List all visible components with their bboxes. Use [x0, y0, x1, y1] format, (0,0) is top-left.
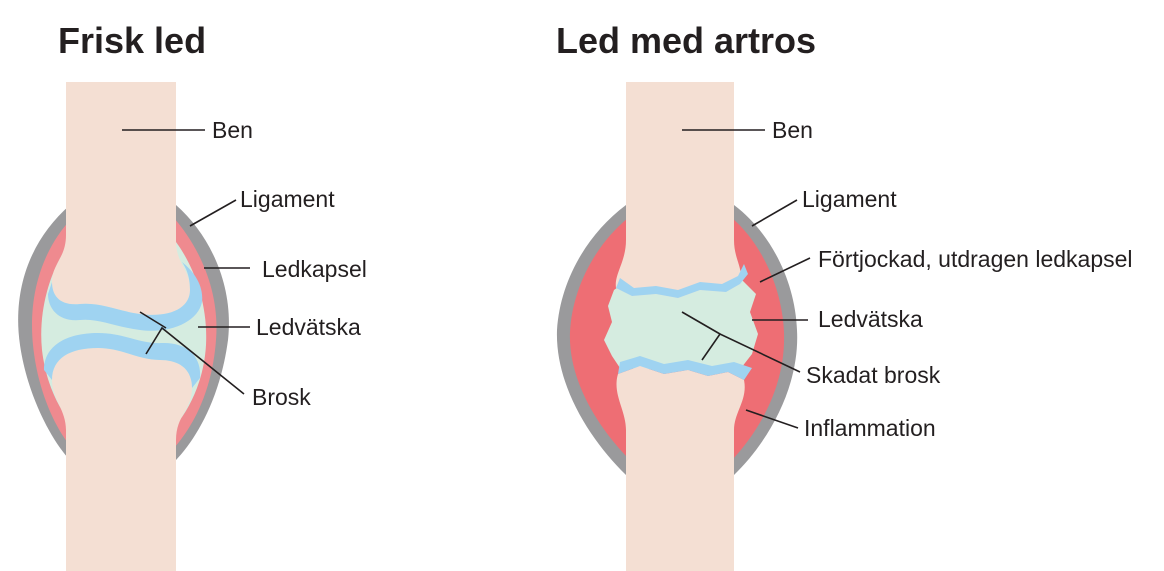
arthritis-joint-lower-bone — [617, 366, 745, 571]
healthy-joint: Frisk led Ben Ligament Ledkapsel Ledväts… — [18, 20, 367, 571]
arthritis-leader-ligament — [752, 200, 797, 226]
arthritis-joint: Led med artros Ben Ligament Förtjockad, … — [556, 20, 1133, 571]
healthy-joint-lower-bone — [52, 348, 192, 571]
arthritis-label-inflammation: Inflammation — [804, 415, 936, 441]
healthy-label-cartilage: Brosk — [252, 384, 311, 410]
healthy-joint-title: Frisk led — [58, 20, 206, 61]
arthritis-joint-title: Led med artros — [556, 20, 816, 61]
healthy-label-capsule: Ledkapsel — [262, 256, 367, 282]
healthy-label-ligament: Ligament — [240, 186, 335, 212]
healthy-label-bone: Ben — [212, 117, 253, 143]
arthritis-label-cartilage: Skadat brosk — [806, 362, 941, 388]
healthy-label-fluid: Ledvätska — [256, 314, 361, 340]
arthritis-joint-upper-bone — [616, 82, 741, 298]
arthritis-label-fluid: Ledvätska — [818, 306, 923, 332]
arthritis-label-ligament: Ligament — [802, 186, 897, 212]
arthritis-label-capsule: Förtjockad, utdragen ledkapsel — [818, 246, 1133, 272]
healthy-joint-upper-bone — [52, 82, 190, 315]
arthritis-label-bone: Ben — [772, 117, 813, 143]
healthy-leader-ligament — [190, 200, 236, 226]
